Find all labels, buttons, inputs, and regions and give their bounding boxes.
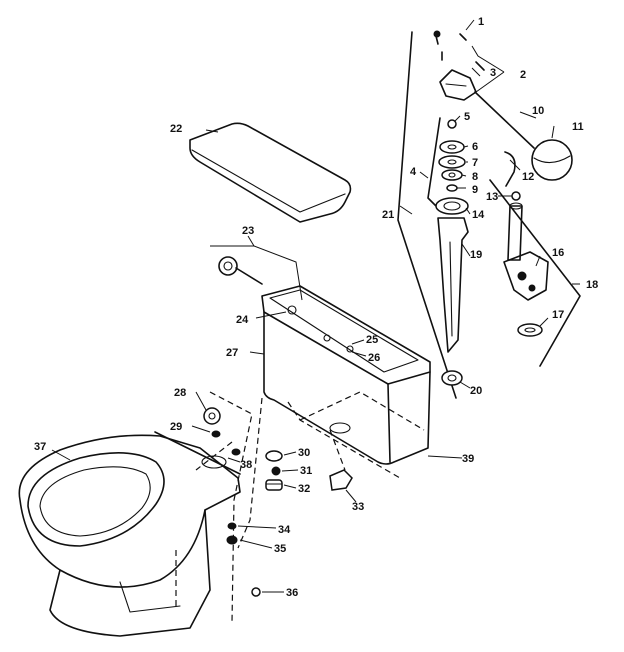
leader-lines xyxy=(51,19,580,593)
callout-13: 13 xyxy=(486,191,498,203)
callout-12: 12 xyxy=(522,171,534,183)
tank-bolt-alignment xyxy=(237,391,425,549)
callout-33: 33 xyxy=(352,501,364,513)
overflow-tube-and-flapper xyxy=(503,202,549,337)
callout-20: 20 xyxy=(470,385,482,397)
callout-24: 24 xyxy=(236,314,249,326)
callout-31: 31 xyxy=(300,465,312,477)
bowl-hardware xyxy=(203,407,353,597)
callout-22: 22 xyxy=(170,123,182,135)
callout-38: 38 xyxy=(240,459,252,471)
callout-34: 34 xyxy=(278,524,291,536)
callout-16: 16 xyxy=(552,247,564,259)
callout-28: 28 xyxy=(174,387,186,399)
callout-8: 8 xyxy=(472,171,478,183)
callout-10: 10 xyxy=(532,105,544,117)
callout-35: 35 xyxy=(274,543,286,555)
callout-4: 4 xyxy=(410,166,417,178)
flush-valve-parts xyxy=(435,119,521,386)
callout-2: 2 xyxy=(520,69,526,81)
callout-19: 19 xyxy=(470,249,482,261)
callout-11: 11 xyxy=(572,121,584,133)
bowl-bolt-alignment xyxy=(175,391,253,623)
callout-36: 36 xyxy=(286,587,298,599)
callout-6: 6 xyxy=(472,141,478,153)
callout-7: 7 xyxy=(472,157,478,169)
trip-lever xyxy=(218,256,263,285)
callout-labels: 1 2 3 4 5 6 7 8 9 10 11 12 13 14 16 17 1… xyxy=(34,16,598,599)
callout-23: 23 xyxy=(242,225,254,237)
callout-39: 39 xyxy=(462,453,474,465)
tank-lid xyxy=(189,122,352,223)
callout-29: 29 xyxy=(170,421,182,433)
callout-17: 17 xyxy=(552,309,564,321)
callout-18: 18 xyxy=(586,279,598,291)
toilet-bowl xyxy=(18,431,241,637)
callout-37: 37 xyxy=(34,441,46,453)
valve-assembly-brackets xyxy=(397,31,581,399)
callout-26: 26 xyxy=(368,352,380,364)
callout-25: 25 xyxy=(366,334,378,346)
callout-21: 21 xyxy=(382,209,394,221)
callout-27: 27 xyxy=(226,347,238,359)
callout-30: 30 xyxy=(298,447,310,459)
callout-5: 5 xyxy=(464,111,470,123)
callout-32: 32 xyxy=(298,483,310,495)
callout-14: 14 xyxy=(472,209,485,221)
tank-body xyxy=(261,285,431,465)
callout-9: 9 xyxy=(472,184,478,196)
callout-3: 3 xyxy=(490,67,496,79)
callout-1: 1 xyxy=(478,16,484,28)
